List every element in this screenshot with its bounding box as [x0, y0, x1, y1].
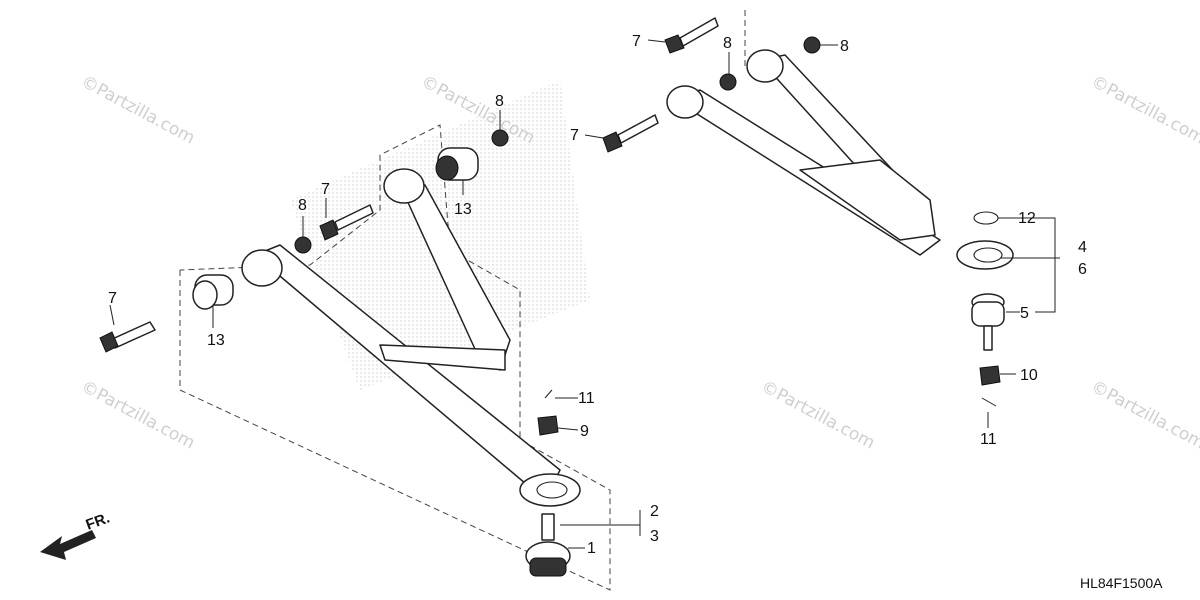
- lower-arm-rear-member: [254, 244, 561, 501]
- castle-nut-9: [537, 415, 559, 436]
- bolt-7-upper-top: [664, 17, 719, 54]
- cotter-pin-11-lower: [544, 389, 553, 399]
- ball-joint-1: [525, 513, 571, 577]
- lower-arm-crossbrace: [379, 344, 506, 371]
- callout-8: 8: [723, 35, 732, 52]
- callout-5: 5: [1020, 305, 1029, 322]
- callout-13: 13: [454, 201, 472, 218]
- bolt-7-upper-left: [602, 114, 659, 153]
- callout-7: 7: [108, 290, 117, 307]
- upper-arm-body: [799, 159, 936, 241]
- callout-11: 11: [980, 431, 997, 448]
- lower-arm-eye: [519, 473, 581, 507]
- upper-arm-pivot-rear: [666, 85, 704, 119]
- front-direction-indicator: FR.: [40, 510, 112, 560]
- upper-arm-assembly: [602, 10, 1014, 407]
- leader-lines: [109, 39, 1060, 549]
- lower-arm-assembly: [99, 124, 611, 591]
- front-label: FR.: [84, 510, 113, 534]
- circlip-12: [973, 211, 999, 225]
- diagram-code: HL84F1500A: [1080, 575, 1163, 591]
- watermark-3: ©Partzilla.com: [1088, 72, 1200, 149]
- lower-arm-eye-hole: [536, 481, 568, 499]
- lower-arm-pivot-front: [383, 168, 425, 204]
- bolt-7-lower-mid: [319, 204, 374, 241]
- nut-10: [979, 365, 1001, 386]
- bushing-13-right: [435, 147, 479, 181]
- callout-4: 4: [1078, 239, 1087, 256]
- callout-8: 8: [495, 93, 504, 110]
- callout-1: 1: [587, 540, 596, 557]
- watermark-6: ©Partzilla.com: [1088, 377, 1200, 454]
- watermark-4: ©Partzilla.com: [78, 377, 198, 454]
- upper-arm-eye: [956, 240, 1014, 270]
- callout-8: 8: [298, 197, 307, 214]
- callout-8: 8: [840, 38, 849, 55]
- callout-3: 3: [650, 528, 659, 545]
- watermark-1: ©Partzilla.com: [78, 72, 198, 149]
- watermarks: ©Partzilla.com ©Partzilla.com ©Partzilla…: [78, 72, 1200, 489]
- callouts: 7 13 8 7 13 8 11 9 1 2 3 7 8 8 7 12 4 6 …: [108, 33, 1087, 557]
- callout-12: 12: [1018, 210, 1036, 227]
- callout-9: 9: [580, 423, 589, 440]
- ball-joint-5: [971, 293, 1005, 351]
- front-arrow-icon: [40, 530, 96, 560]
- callout-6: 6: [1078, 261, 1087, 278]
- nut-8-upper-top: [803, 36, 821, 54]
- bushing-13-left: [192, 274, 234, 310]
- upper-arm-pivot-front: [746, 49, 784, 83]
- callout-7: 7: [632, 33, 641, 50]
- callout-10: 10: [1020, 367, 1038, 384]
- nut-8-lower-mid: [294, 236, 312, 254]
- callout-2: 2: [650, 503, 659, 520]
- cotter-pin-11-upper: [981, 397, 997, 407]
- nut-8-lower-top: [491, 129, 509, 147]
- upper-arm-eye-hole: [973, 247, 1003, 263]
- bolt-7-lower-left: [99, 321, 156, 353]
- watermark-5: ©Partzilla.com: [758, 377, 878, 454]
- lower-arm-pivot-rear: [241, 249, 283, 287]
- callout-11: 11: [578, 390, 595, 407]
- callout-7: 7: [321, 181, 330, 198]
- callout-7: 7: [570, 127, 579, 144]
- callout-13: 13: [207, 332, 225, 349]
- nut-8-upper-mid: [719, 73, 737, 91]
